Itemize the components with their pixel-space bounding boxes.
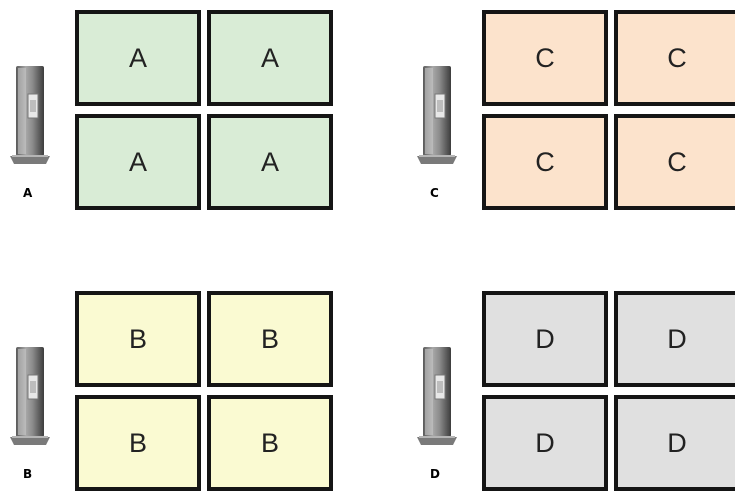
monitor: A — [75, 114, 201, 210]
monitor: A — [207, 10, 333, 106]
monitor: B — [207, 395, 333, 491]
monitor: B — [75, 291, 201, 387]
video-wall-group-b: B B B B B — [0, 281, 360, 491]
monitor: A — [75, 10, 201, 106]
monitor-label: A — [128, 146, 147, 177]
monitor-label: C — [667, 42, 687, 73]
monitor-wall: B B B B — [75, 291, 333, 491]
monitor-wall: C C C C — [482, 10, 735, 210]
monitor: C — [482, 10, 608, 106]
monitor: D — [614, 291, 735, 387]
monitor-wall: D D D D — [482, 291, 735, 491]
monitor: D — [614, 395, 735, 491]
computer-label: B — [23, 467, 33, 481]
monitor-label: D — [667, 427, 687, 458]
computer-label: A — [23, 186, 33, 200]
monitor-label: B — [128, 323, 147, 354]
monitor: B — [207, 291, 333, 387]
monitor-wall: A A A A — [75, 10, 333, 210]
computer-label: C — [430, 186, 439, 200]
video-wall-group-d: D D D D D — [407, 281, 735, 491]
monitor-label: D — [535, 427, 555, 458]
tower-pc-icon — [4, 345, 56, 449]
monitor-label: C — [667, 146, 687, 177]
monitor-label: D — [535, 323, 555, 354]
video-wall-group-a: A A A A A — [0, 0, 360, 210]
monitor-label: A — [128, 42, 147, 73]
monitor-label: C — [535, 146, 555, 177]
monitor-label: B — [260, 427, 279, 458]
monitor: C — [482, 114, 608, 210]
video-wall-group-c: C C C C C — [407, 0, 735, 210]
monitor: D — [482, 395, 608, 491]
tower-pc-icon — [411, 345, 463, 449]
monitor-label: B — [260, 323, 279, 354]
monitor-label: B — [128, 427, 147, 458]
monitor-label: C — [535, 42, 555, 73]
tower-pc-icon — [4, 64, 56, 168]
monitor: D — [482, 291, 608, 387]
monitor-label: A — [260, 146, 279, 177]
monitor: A — [207, 114, 333, 210]
computer-label: D — [430, 467, 440, 481]
monitor-label: D — [667, 323, 687, 354]
tower-pc-icon — [411, 64, 463, 168]
monitor: C — [614, 10, 735, 106]
monitor-label: A — [260, 42, 279, 73]
monitor: C — [614, 114, 735, 210]
monitor: B — [75, 395, 201, 491]
